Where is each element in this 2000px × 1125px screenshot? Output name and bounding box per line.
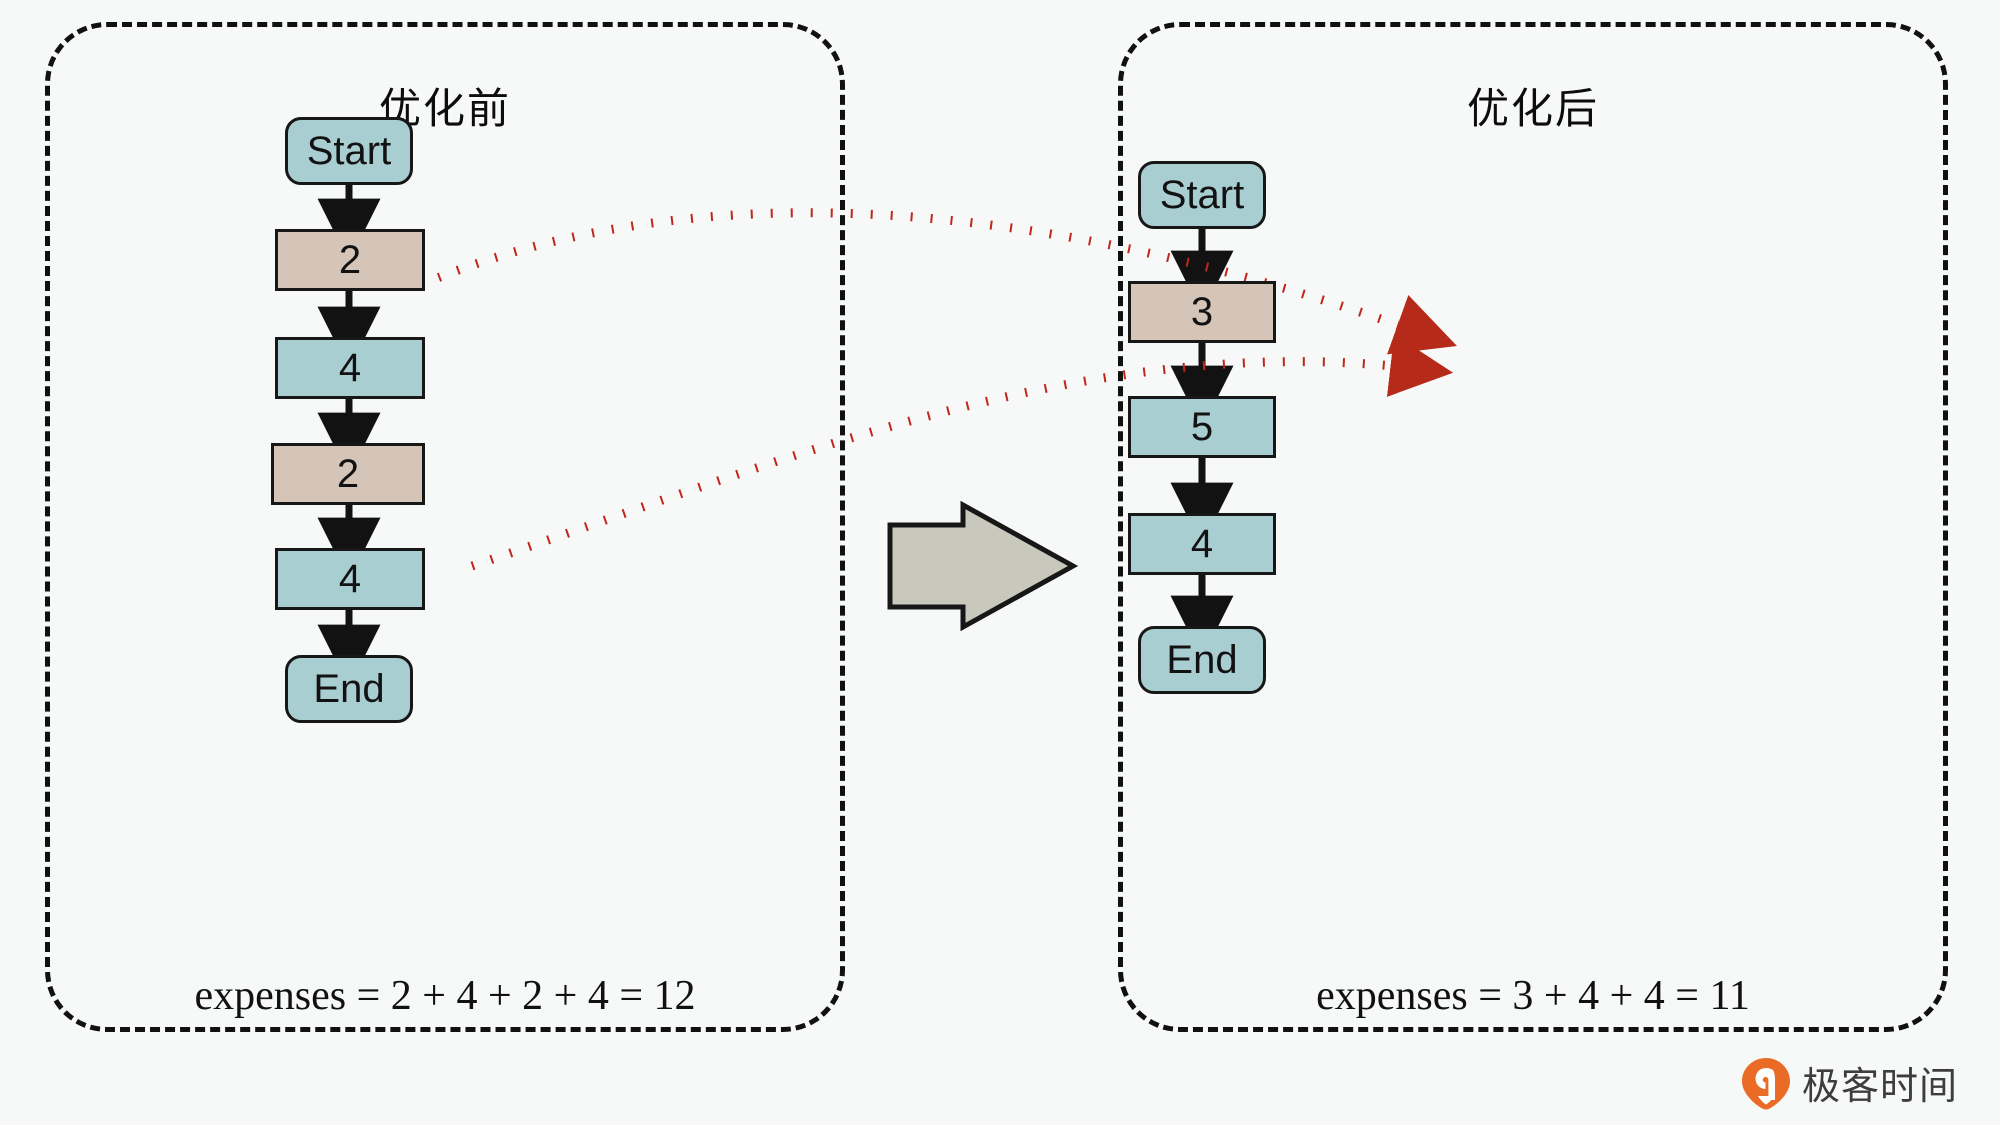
transition-arrow-icon	[887, 500, 1079, 632]
panel-before-optimization: 优化前 expenses = 2 + 4 + 2 + 4 = 12	[45, 22, 845, 1032]
geekbang-logo-icon	[1742, 1057, 1790, 1109]
watermark: 极客时间	[1740, 1055, 1958, 1110]
node-before-2-second[interactable]: 2	[271, 443, 425, 505]
panel-after-optimization: 优化后 expenses = 3 + 4 + 4 = 11	[1118, 22, 1948, 1032]
node-before-start[interactable]: Start	[285, 117, 413, 185]
node-after-end[interactable]: End	[1138, 626, 1266, 694]
panel-before-title: 优化前	[378, 84, 511, 133]
node-before-end[interactable]: End	[285, 655, 413, 723]
node-before-2-first[interactable]: 2	[275, 229, 425, 291]
watermark-label: 极客时间	[1802, 1064, 1959, 1108]
panel-before-expenses: expenses = 2 + 4 + 2 + 4 = 12	[194, 973, 696, 1019]
node-after-3[interactable]: 3	[1128, 281, 1276, 343]
panel-after-expenses: expenses = 3 + 4 + 4 = 11	[1316, 973, 1750, 1019]
node-before-4-first[interactable]: 4	[275, 337, 425, 399]
node-after-4[interactable]: 4	[1128, 513, 1276, 575]
node-after-start[interactable]: Start	[1138, 161, 1266, 229]
node-before-4-second[interactable]: 4	[275, 548, 425, 610]
panel-after-title: 优化后	[1466, 84, 1599, 133]
node-after-5[interactable]: 5	[1128, 396, 1276, 458]
